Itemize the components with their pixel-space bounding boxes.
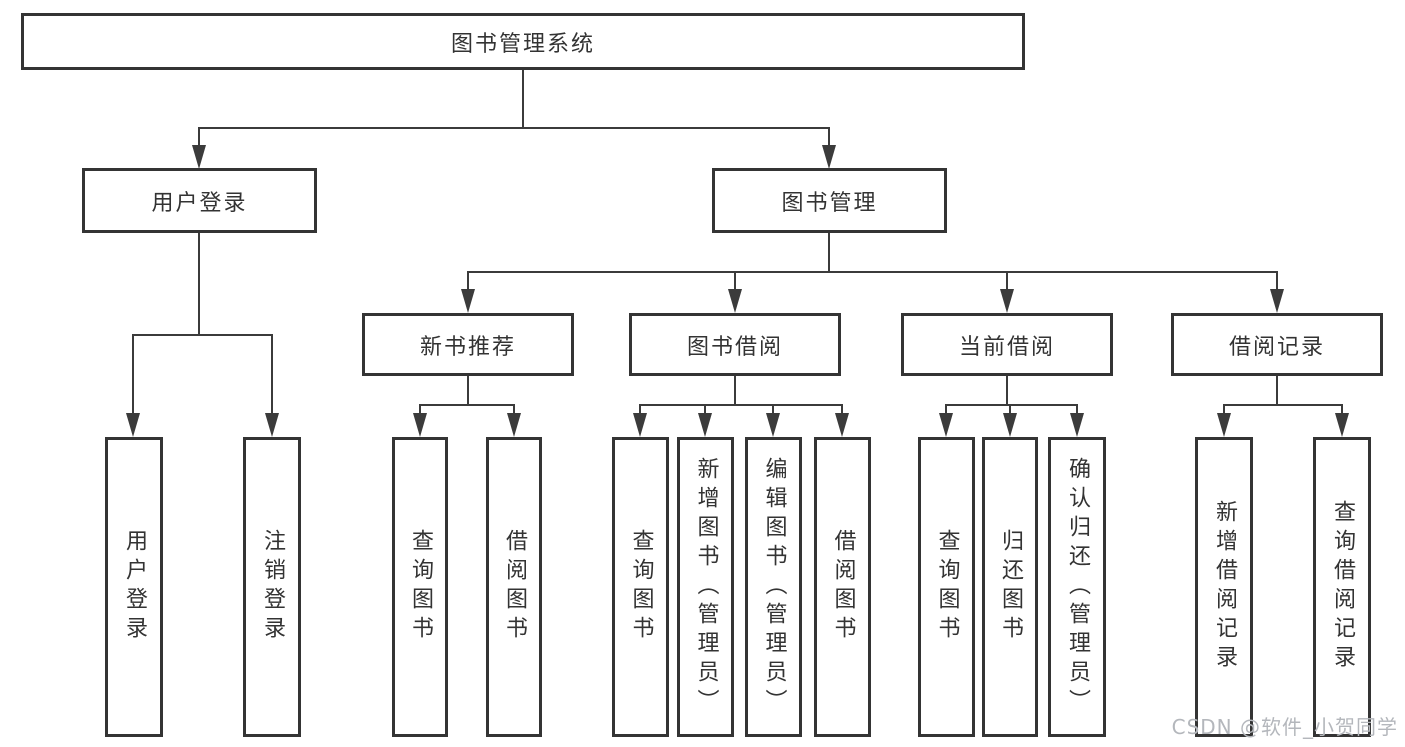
connector-vline (513, 404, 515, 416)
arrowhead-down-icon (1070, 413, 1084, 437)
node-new-book-recommend-label: 新书推荐 (419, 334, 516, 360)
node-root-label: 图书管理系统 (450, 31, 595, 57)
connector-hline (945, 404, 1077, 406)
arrowhead-down-icon (413, 413, 427, 437)
leaf-confirm-return-admin: 确认归还（管理员） (1048, 437, 1106, 737)
node-new-book-recommend: 新书推荐 (362, 313, 574, 376)
connector-vline (734, 271, 736, 291)
leaf-confirm-return-admin-label: 确认归还（管理员） (1065, 456, 1090, 718)
node-user-login: 用户登录 (82, 168, 317, 233)
arrowhead-down-icon (1003, 413, 1017, 437)
connector-hline (133, 334, 273, 336)
connector-vline (132, 334, 134, 414)
leaf-query-books-recommend: 查询图书 (392, 437, 448, 737)
connector-vline (1276, 376, 1278, 406)
node-book-borrow: 图书借阅 (629, 313, 841, 376)
arrowhead-down-icon (633, 413, 647, 437)
connector-vline (198, 127, 200, 149)
connector-vline (772, 404, 774, 416)
arrowhead-down-icon (1000, 289, 1014, 313)
connector-hline (198, 127, 830, 129)
connector-vline (1341, 404, 1343, 416)
leaf-query-books-current: 查询图书 (918, 437, 975, 737)
leaf-query-borrow-record: 查询借阅记录 (1313, 437, 1371, 737)
leaf-return-books-label: 归还图书 (998, 529, 1023, 645)
connector-hline (467, 271, 1277, 273)
leaf-borrow-books-recommend-label: 借阅图书 (502, 529, 527, 645)
leaf-logout-label: 注销登录 (260, 529, 285, 645)
connector-vline (828, 127, 830, 149)
connector-hline (1223, 404, 1343, 406)
node-borrow-records-label: 借阅记录 (1228, 334, 1325, 360)
arrowhead-down-icon (1270, 289, 1284, 313)
arrowhead-down-icon (939, 413, 953, 437)
arrowhead-down-icon (1335, 413, 1349, 437)
connector-vline (945, 404, 947, 416)
node-book-management-label: 图书管理 (781, 190, 878, 216)
leaf-add-borrow-record-label: 新增借阅记录 (1212, 500, 1237, 674)
connector-vline (1006, 376, 1008, 406)
arrowhead-down-icon (835, 413, 849, 437)
arrowhead-down-icon (698, 413, 712, 437)
watermark: CSDN @软件_小贺同学 (1171, 715, 1398, 739)
leaf-user-login-label: 用户登录 (122, 529, 147, 645)
connector-vline (1076, 404, 1078, 416)
arrowhead-down-icon (126, 413, 140, 437)
connector-vline (198, 233, 200, 336)
connector-vline (704, 404, 706, 416)
arrowhead-down-icon (728, 289, 742, 313)
leaf-return-books: 归还图书 (982, 437, 1038, 737)
node-book-management: 图书管理 (712, 168, 947, 233)
leaf-add-books-admin-label: 新增图书（管理员） (693, 456, 719, 718)
connector-vline (467, 376, 469, 406)
leaf-borrow-books: 借阅图书 (814, 437, 871, 737)
arrowhead-down-icon (822, 145, 836, 169)
connector-vline (828, 233, 830, 273)
arrowhead-down-icon (507, 413, 521, 437)
connector-vline (841, 404, 843, 416)
leaf-query-books-borrow: 查询图书 (612, 437, 669, 737)
node-borrow-records: 借阅记录 (1171, 313, 1383, 376)
connector-vline (1276, 271, 1278, 291)
connector-hline (419, 404, 515, 406)
node-root: 图书管理系统 (21, 13, 1025, 70)
leaf-query-books-borrow-label: 查询图书 (628, 529, 654, 645)
connector-vline (419, 404, 421, 416)
node-current-borrow: 当前借阅 (901, 313, 1113, 376)
connector-vline (271, 334, 273, 414)
arrowhead-down-icon (461, 289, 475, 313)
connector-vline (522, 70, 524, 128)
connector-vline (1223, 404, 1225, 416)
connector-hline (639, 404, 843, 406)
leaf-query-borrow-record-label: 查询借阅记录 (1330, 500, 1355, 674)
leaf-borrow-books-label: 借阅图书 (830, 529, 856, 645)
leaf-edit-books-admin-label: 编辑图书（管理员） (761, 456, 787, 718)
arrowhead-down-icon (766, 413, 780, 437)
leaf-borrow-books-recommend: 借阅图书 (486, 437, 542, 737)
leaf-edit-books-admin: 编辑图书（管理员） (745, 437, 802, 737)
leaf-query-books-recommend-label: 查询图书 (408, 529, 433, 645)
connector-vline (639, 404, 641, 416)
connector-vline (467, 271, 469, 291)
node-book-borrow-label: 图书借阅 (686, 334, 783, 360)
arrowhead-down-icon (192, 145, 206, 169)
connector-vline (1006, 271, 1008, 291)
connector-vline (1009, 404, 1011, 416)
arrowhead-down-icon (265, 413, 279, 437)
node-user-login-label: 用户登录 (151, 190, 248, 216)
arrowhead-down-icon (1217, 413, 1231, 437)
leaf-user-login: 用户登录 (105, 437, 163, 737)
leaf-query-books-current-label: 查询图书 (934, 529, 960, 645)
node-current-borrow-label: 当前借阅 (958, 334, 1055, 360)
leaf-add-borrow-record: 新增借阅记录 (1195, 437, 1253, 737)
leaf-logout: 注销登录 (243, 437, 301, 737)
connector-vline (734, 376, 736, 406)
leaf-add-books-admin: 新增图书（管理员） (677, 437, 734, 737)
